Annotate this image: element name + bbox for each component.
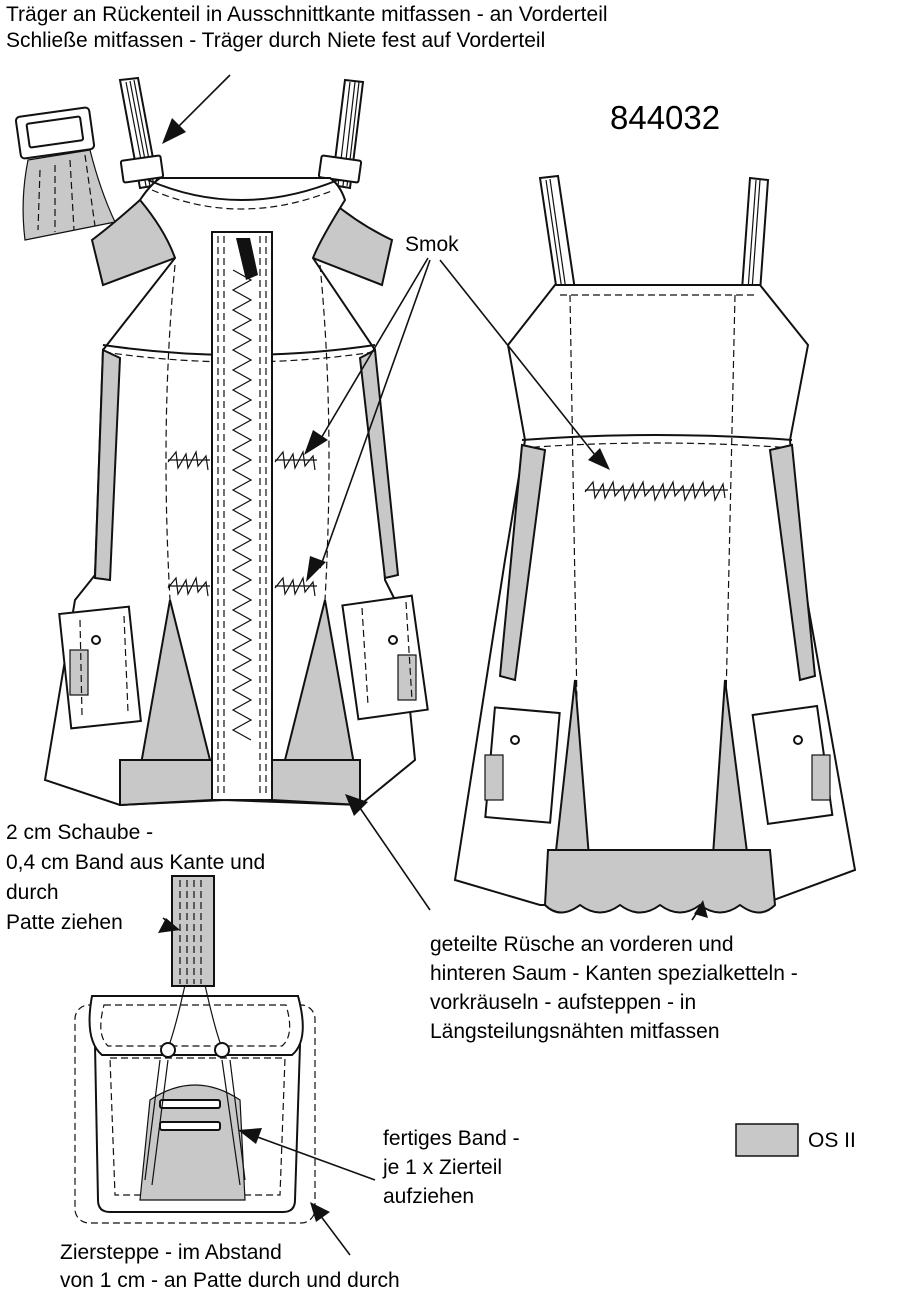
front-right-pocket bbox=[341, 594, 429, 721]
annotation-arrows bbox=[158, 74, 708, 1256]
band-note-line1: fertiges Band - bbox=[383, 1127, 520, 1150]
legend-swatch bbox=[735, 1123, 799, 1157]
back-left-pocket bbox=[484, 706, 561, 824]
model-number: 844032 bbox=[610, 99, 721, 136]
ruffle-note-line2: hinteren Saum - Kanten spezialketteln - bbox=[430, 962, 798, 985]
smock-label: Smok bbox=[405, 233, 459, 256]
band-note-line3: aufziehen bbox=[383, 1185, 475, 1208]
back-right-pocket bbox=[751, 704, 834, 826]
front-right-strap bbox=[317, 78, 365, 190]
tube-note-line2: 0,4 cm Band aus Kante und bbox=[6, 851, 266, 874]
topstitch-note-line1: Ziersteppe - im Abstand bbox=[60, 1241, 282, 1264]
band-note-line2: je 1 x Zierteil bbox=[383, 1156, 503, 1179]
tube-note-line3: durch bbox=[6, 881, 59, 904]
legend-label: OS II bbox=[808, 1129, 856, 1152]
front-left-strap bbox=[118, 76, 165, 190]
front-hem-ruffle bbox=[119, 759, 213, 807]
strap-note-line1: Träger an Rückenteil in Ausschnittkante … bbox=[6, 3, 608, 26]
ruffle-note-line3: vorkräuseln - aufsteppen - in bbox=[430, 991, 697, 1014]
back-hem-ruffle bbox=[543, 849, 777, 914]
front-view bbox=[43, 76, 429, 807]
ruffle-note-line1: geteilte Rüsche an vorderen und bbox=[430, 933, 734, 956]
buckle-detail bbox=[14, 106, 116, 241]
front-left-pocket bbox=[58, 605, 142, 730]
tube-note-line4: Patte ziehen bbox=[6, 911, 123, 934]
ruffle-note-line4: Längsteilungsnähten mitfassen bbox=[430, 1020, 720, 1043]
back-view bbox=[453, 174, 857, 914]
pocket-detail bbox=[74, 875, 316, 1224]
topstitch-note-line2: von 1 cm - an Patte durch und durch bbox=[60, 1269, 400, 1292]
strap-note-line2: Schließe mitfassen - Träger durch Niete … bbox=[6, 29, 546, 52]
tube-note-line1: 2 cm Schaube - bbox=[6, 821, 154, 844]
